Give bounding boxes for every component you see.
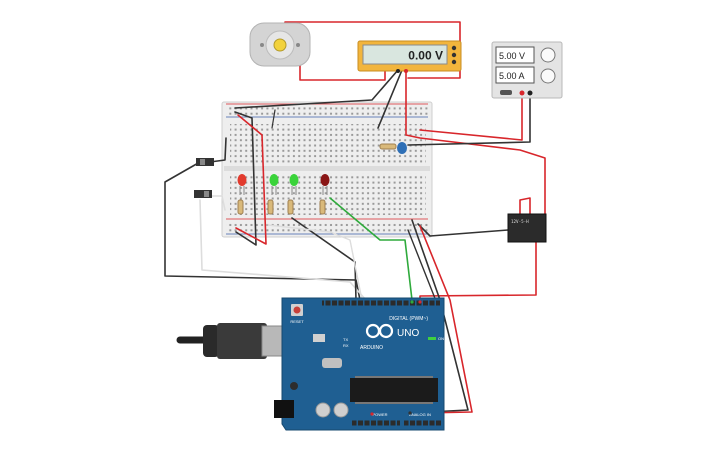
resistor-3[interactable]: [287, 199, 294, 215]
resistor-1[interactable]: [237, 199, 244, 215]
power-supply[interactable]: 5.00 V 5.00 A: [491, 41, 563, 99]
oscillator: [322, 358, 342, 368]
analog-header[interactable]: [404, 420, 442, 426]
on-led: [428, 337, 436, 340]
multimeter-knob-3: [451, 59, 457, 65]
relay-label-1: 12V-5-H: [511, 219, 529, 224]
wire-psu-red[interactable]: [419, 93, 523, 141]
dc-jack[interactable]: [274, 400, 294, 418]
multimeter-knob-1: [451, 45, 457, 51]
digital-label: DIGITAL (PWM~): [389, 316, 428, 322]
multimeter-knob-2: [451, 52, 457, 58]
wire-multimeter-black-2[interactable]: [377, 69, 403, 129]
wire-bb-short[interactable]: [271, 109, 276, 129]
breadboard[interactable]: [221, 101, 433, 238]
psu-voltage-knob[interactable]: [540, 47, 556, 63]
psu-voltage-display: 5.00 V: [499, 51, 525, 61]
led-green-2[interactable]: [289, 174, 299, 195]
power-header[interactable]: [352, 420, 400, 426]
model-label: UNO: [397, 328, 419, 339]
led-darkred-1[interactable]: [320, 174, 330, 195]
brand-label: ARDUINO: [360, 345, 383, 351]
psu-current-knob[interactable]: [540, 68, 556, 84]
capacitor-1: [315, 402, 331, 418]
on-label: ON: [438, 336, 444, 341]
crystal: [313, 334, 325, 342]
wire-psu-black[interactable]: [407, 93, 531, 146]
led-green-1[interactable]: [269, 174, 279, 195]
arduino-logo-icon: [365, 323, 394, 339]
resistor-4[interactable]: [319, 199, 326, 215]
psu-negative-terminal[interactable]: [527, 90, 533, 96]
breadboard-bottom-rail: [226, 221, 428, 233]
capacitor-2: [333, 402, 349, 418]
reset-label: RESET: [290, 319, 304, 324]
blue-led[interactable]: [397, 142, 407, 154]
resistor-5[interactable]: [379, 143, 397, 150]
wire-multimeter-black-1[interactable]: [234, 69, 399, 109]
usb-cable[interactable]: [176, 323, 285, 359]
tx-label: TX: [343, 337, 348, 342]
multimeter-probe-com[interactable]: [396, 69, 400, 73]
arduino-board[interactable]: DIGITAL (PWM~) RESET UNO ARDUINO TX RX O…: [274, 297, 445, 431]
wire-switch2-white-long[interactable]: [199, 199, 367, 301]
wire-relay-arduino-red[interactable]: [419, 241, 537, 306]
slide-switch-2[interactable]: [194, 190, 212, 198]
wire-relay-black[interactable]: [417, 223, 509, 237]
breadboard-upper-terminals: [230, 124, 426, 164]
resistor-2[interactable]: [267, 199, 274, 215]
resistors: [237, 143, 397, 215]
wire-led-green[interactable]: [329, 197, 413, 301]
dc-motor-icon[interactable]: [249, 22, 311, 67]
slide-switch-1[interactable]: [196, 158, 214, 166]
breadboard-center-channel: [224, 166, 430, 171]
led-red-1[interactable]: [237, 174, 247, 195]
multimeter-probe-v[interactable]: [404, 69, 408, 73]
rx-label: RX: [343, 343, 349, 348]
analog-label: ANALOG IN: [409, 412, 431, 417]
wire-switch1-black[interactable]: [164, 161, 361, 301]
psu-positive-terminal[interactable]: [519, 90, 525, 96]
wire-switch1-up[interactable]: [209, 137, 227, 163]
psu-current-display: 5.00 A: [499, 71, 525, 81]
mount-hole-1: [290, 382, 298, 390]
psu-power-switch[interactable]: [500, 90, 512, 95]
wire-switch2-white[interactable]: [209, 195, 226, 211]
wire-bb-black-left[interactable]: [234, 111, 257, 246]
wire-relay-red-loop[interactable]: [519, 197, 531, 217]
multimeter[interactable]: 0.00 V: [357, 40, 462, 73]
breadboard-top-rail: [226, 105, 428, 115]
digital-header[interactable]: [322, 300, 440, 306]
wire-endpoints: [370, 300, 422, 416]
relay[interactable]: 12V-5-H: [507, 213, 547, 243]
wire-pin-black[interactable]: [407, 229, 439, 307]
wire-motor-red[interactable]: [299, 61, 386, 81]
multimeter-reading: 0.00 V: [408, 49, 443, 63]
wire-led-white[interactable]: [267, 224, 363, 301]
atmega-chip: [350, 378, 438, 402]
power-label: POWER: [372, 412, 387, 417]
wire-bb-red-left[interactable]: [235, 114, 267, 245]
